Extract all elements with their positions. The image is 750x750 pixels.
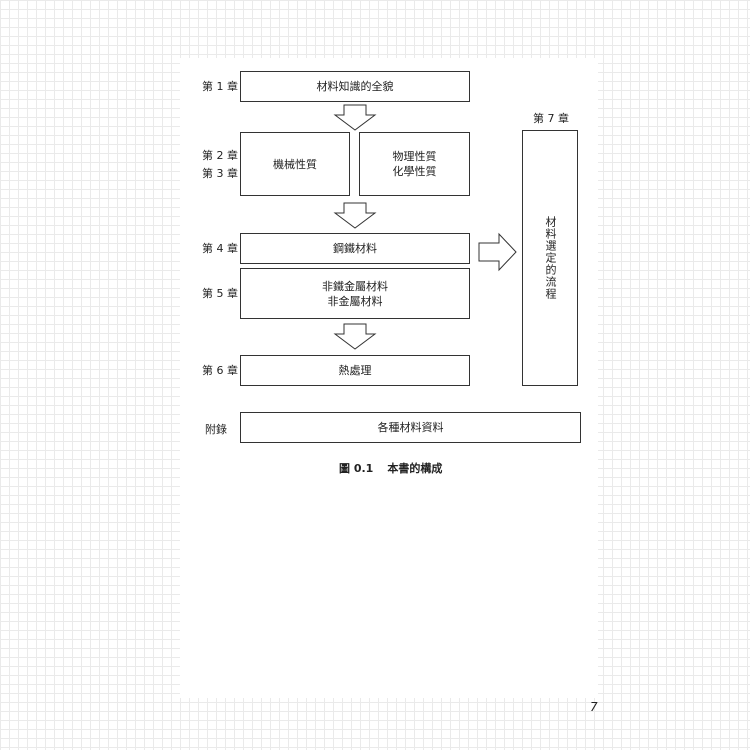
chapter-6-label: 第 6 章 [202, 364, 238, 377]
physical-chemical-text: 物理性質 化學性質 [392, 150, 437, 178]
chapter-1-label: 第 1 章 [202, 80, 238, 93]
down-arrow-2-icon [333, 202, 377, 229]
chapter-2-label: 第 2 章 [202, 149, 238, 162]
figure-title: 本書的構成 [387, 462, 443, 475]
overview-text: 材料知識的全貌 [316, 80, 394, 93]
appendix-box: 各種材料資料 [240, 412, 581, 443]
nonferrous-box: 非鐵金屬材料 非金屬材料 [240, 268, 470, 319]
steel-text: 鋼鐵材料 [333, 242, 377, 255]
physical-chemical-box: 物理性質 化學性質 [359, 132, 470, 196]
overview-box: 材料知識的全貌 [240, 71, 470, 102]
steel-box: 鋼鐵材料 [240, 233, 470, 264]
chapter-7-label: 第 7 章 [533, 112, 569, 125]
heat-treatment-box: 熱處理 [240, 355, 470, 386]
mechanical-box: 機械性質 [240, 132, 350, 196]
chapter-5-label: 第 5 章 [202, 287, 238, 300]
mechanical-text: 機械性質 [273, 157, 317, 171]
figure-number: 圖 0.1 [339, 462, 374, 475]
heat-treatment-text: 熱處理 [338, 364, 372, 377]
selection-flow-box: 材料選定的流程 [522, 130, 578, 386]
appendix-text: 各種材料資料 [377, 421, 444, 434]
down-arrow-3-icon [333, 323, 377, 350]
selection-flow-text: 材料選定的流程 [544, 216, 557, 300]
page-number: 7 [590, 700, 598, 714]
right-arrow-icon [478, 232, 517, 272]
nonferrous-text: 非鐵金屬材料 非金屬材料 [322, 279, 388, 308]
chapter-3-label: 第 3 章 [202, 167, 238, 180]
appendix-label: 附錄 [205, 423, 227, 436]
chapter-4-label: 第 4 章 [202, 242, 238, 255]
figure-caption: 圖 0.1 本書的構成 [339, 460, 442, 476]
down-arrow-1-icon [333, 104, 377, 131]
